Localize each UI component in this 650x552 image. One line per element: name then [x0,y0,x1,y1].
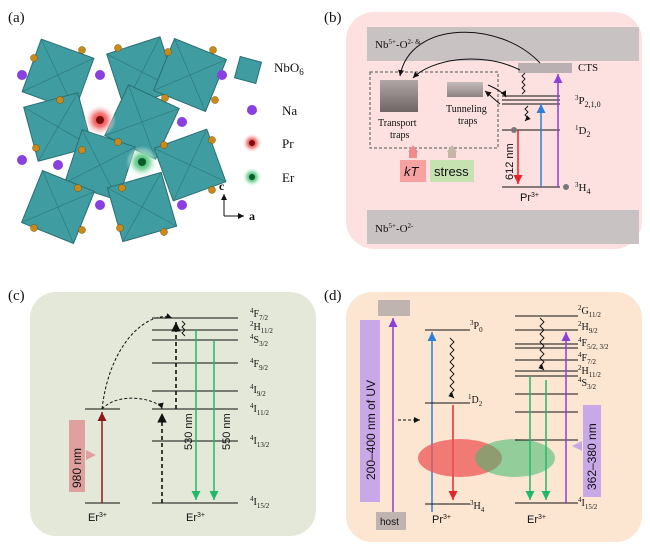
980-box [69,420,85,492]
svg-text:Er3+: Er3+ [186,512,205,524]
panel-d-background [346,292,642,542]
svg-text:4I13/2: 4I13/2 [250,434,270,449]
structure-legend: NbO6 Na Pr Er [233,55,304,187]
svg-text:NbO6: NbO6 [274,60,304,77]
svg-text:kT: kT [404,164,420,179]
trap-region [369,71,499,149]
svg-text:Er: Er [282,170,295,185]
kt-box [400,160,426,182]
svg-text:612 nm: 612 nm [504,143,516,180]
svg-text:550 nm: 550 nm [221,413,233,450]
svg-text:2H11/2: 2H11/2 [578,364,601,379]
svg-text:3H4: 3H4 [470,499,485,514]
svg-text:stress: stress [434,164,469,179]
svg-text:4F9/2: 4F9/2 [250,357,269,372]
panel-c-label: (c) [8,288,25,304]
er-levels-d [515,315,578,504]
svg-text:4S3/2: 4S3/2 [250,333,269,348]
octahedron [152,37,228,113]
svg-text:4F7/2: 4F7/2 [250,307,269,322]
svg-text:4I9/2: 4I9/2 [250,383,266,398]
svg-text:4I15/2: 4I15/2 [250,495,270,510]
svg-text:4I15/2: 4I15/2 [578,496,598,511]
svg-text:Er3+: Er3+ [527,514,546,526]
bottom-band-label: Nb5+-O2- [375,222,414,235]
svg-text:3P2,1,0: 3P2,1,0 [575,94,601,109]
er-emission-region [475,439,555,477]
octahedron [23,92,93,162]
panel-a-label: (a) [8,10,25,26]
svg-text:2H9/2: 2H9/2 [578,320,598,335]
panel-b-label: (b) [324,10,342,26]
svg-text:Pr: Pr [282,136,294,151]
host-band-top [378,300,410,316]
nuv-box [583,405,601,497]
crystal-structure [17,36,228,245]
svg-text:4F5/2, 3/2: 4F5/2, 3/2 [578,336,609,351]
vertex-atoms [30,44,219,236]
svg-text:1D2: 1D2 [575,124,590,139]
uv-box [360,320,380,502]
er-level-labels-c: 4F7/2 2H11/2 4S3/2 4F9/2 4I9/2 4I11/2 4I… [250,307,273,510]
panel-c-background [30,292,316,536]
svg-text:Pr3+: Pr3+ [520,192,539,204]
svg-text:Er3+: Er3+ [88,512,107,524]
svg-text:3H4: 3H4 [575,181,590,196]
svg-text:200–400 nm of UV: 200–400 nm of UV [364,380,378,480]
svg-text:3P0: 3P0 [470,319,483,334]
svg-text:c: c [219,179,225,193]
svg-text:4F7/2: 4F7/2 [578,351,597,366]
tunneling-trap-box [447,82,483,97]
svg-text:host: host [380,517,399,528]
svg-text:a: a [249,209,255,223]
svg-text:362–380 nm: 362–380 nm [585,423,599,490]
svg-text:980 nm: 980 nm [70,448,84,488]
svg-text:Na: Na [282,103,297,118]
panel-c: (c) 980 nm Er3+ 4F7/2 2H11/2 4S3/2 4F9/2… [8,288,316,536]
er-level-labels-d: 2G11/2 2H9/2 4F5/2, 3/2 4F7/2 2H11/2 4S3… [578,304,609,511]
octahedron [153,128,227,202]
svg-text:1D2: 1D2 [468,393,483,408]
na-atoms [17,70,227,210]
svg-text:Pr3+: Pr3+ [432,514,451,526]
axis-indicator: c a [219,179,255,223]
bottom-band [367,210,639,244]
svg-text:530 nm: 530 nm [183,413,195,450]
svg-text:2H11/2: 2H11/2 [250,320,273,335]
svg-text:4S3/2: 4S3/2 [578,376,597,391]
panel-d: (d) host 200–400 nm of UV 3P0 1D2 3H4 Pr… [324,288,642,542]
svg-text:CTS: CTS [578,62,598,74]
panel-d-label: (d) [324,288,342,304]
transport-trap-box [380,80,418,112]
host-band-bottom [376,512,406,530]
cts-band [518,63,572,73]
svg-text:2G11/2: 2G11/2 [578,304,601,319]
svg-text:4I11/2: 4I11/2 [250,402,270,417]
stress-box [430,160,474,182]
top-band [367,27,639,61]
top-band-label: Nb5+-O2- & [375,38,421,51]
panel-a: (a) [8,10,304,245]
